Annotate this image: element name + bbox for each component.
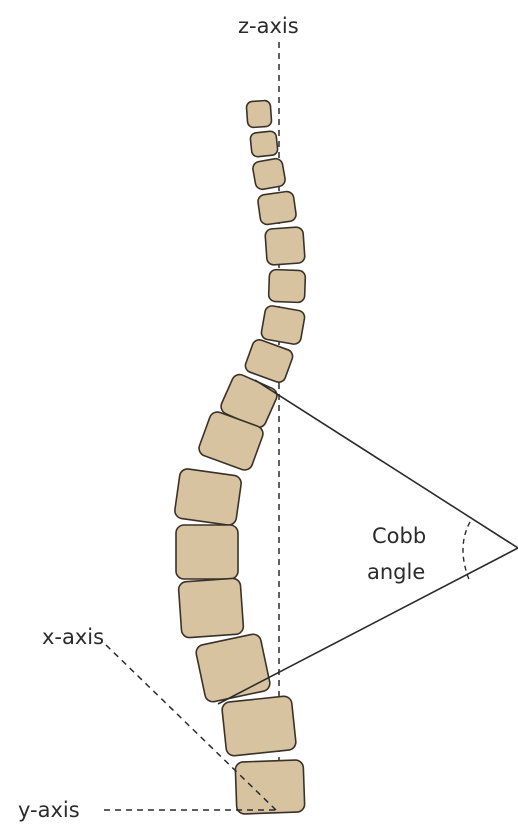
vertebra (176, 525, 238, 579)
x-axis-label: x-axis (42, 625, 104, 649)
vertebra (178, 578, 244, 638)
vertebra (246, 100, 272, 128)
z-axis-label: z-axis (238, 14, 299, 38)
vertebra (235, 760, 305, 814)
vertebra (265, 227, 305, 266)
vertebra (221, 695, 296, 756)
vertebra (268, 269, 305, 302)
vertebral-column (174, 100, 306, 814)
vertebra (195, 633, 272, 703)
vertebra (257, 191, 297, 226)
vertebra (243, 338, 294, 384)
y-axis-label: y-axis (18, 798, 80, 822)
vertebra (174, 468, 242, 526)
cobb-angle-label-line2: angle (367, 560, 425, 584)
vertebra (260, 305, 305, 345)
vertebra (252, 158, 286, 191)
cobb-line-upper (255, 380, 518, 548)
cobb-angle-label-line1: Cobb (372, 524, 426, 548)
vertebra (250, 131, 278, 158)
